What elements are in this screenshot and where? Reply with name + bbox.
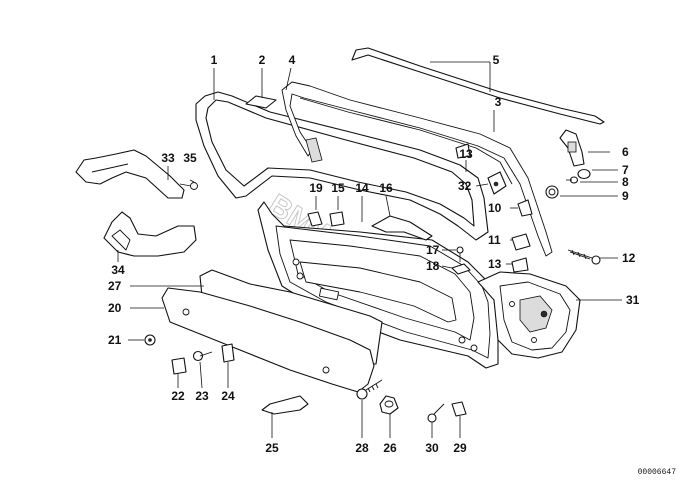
callout-20: 20 (108, 301, 122, 315)
part-10-buffer (517, 199, 533, 217)
part-26-grommet (379, 395, 399, 415)
callout-4: 4 (289, 53, 296, 67)
part-33-hinge-arm (75, 149, 185, 199)
part-22-cap (171, 357, 187, 375)
callout-18: 18 (426, 259, 440, 273)
callout-31: 31 (626, 293, 640, 307)
callout-13-upper: 13 (459, 147, 473, 161)
callout-1: 1 (211, 53, 218, 67)
part-34-hinge-cover (103, 211, 197, 257)
part-5-trim-strip (351, 47, 605, 125)
part-24-clip (221, 343, 235, 363)
part-31-tailgate-panel (257, 201, 581, 369)
callout-27: 27 (108, 279, 122, 293)
drawing-number: 00006647 (638, 468, 677, 477)
callout-26: 26 (383, 441, 397, 455)
leader-lines (117, 61, 622, 438)
callout-16: 16 (379, 181, 393, 195)
part-13-stop-lower (511, 257, 529, 273)
callout-10: 10 (488, 201, 502, 215)
callout-14: 14 (355, 181, 369, 195)
callout-19: 19 (309, 181, 323, 195)
callout-28: 28 (355, 441, 369, 455)
part-6-hinge-bracket (559, 129, 585, 167)
callout-labels: 1 2 3 4 5 6 7 8 9 10 11 12 13 13 14 15 1… (108, 53, 640, 455)
part-30-screw (427, 403, 445, 423)
part-2-pad (245, 95, 277, 109)
callout-30: 30 (425, 441, 439, 455)
callout-23: 23 (195, 389, 209, 403)
part-18-clip-nut (451, 263, 471, 275)
part-19-clip (307, 211, 323, 227)
part-16-handle-recess (371, 215, 433, 241)
callout-13-lower: 13 (488, 257, 502, 271)
callout-33: 33 (161, 151, 175, 165)
part-29-clip (451, 401, 467, 417)
part-3-4-seal-strips (281, 81, 553, 257)
callout-11: 11 (488, 233, 501, 247)
callout-21: 21 (108, 333, 122, 347)
part-11-stop (511, 233, 531, 251)
part-13-stop-upper (455, 143, 471, 159)
callout-3: 3 (495, 95, 502, 109)
callout-25: 25 (265, 441, 279, 455)
callout-15: 15 (331, 181, 345, 195)
callout-35: 35 (183, 151, 197, 165)
part-21-screw (144, 334, 156, 346)
callout-7: 7 (622, 163, 629, 177)
callout-22: 22 (171, 389, 185, 403)
part-23-screw (192, 350, 213, 362)
callout-6: 6 (622, 145, 629, 159)
part-20-trim-panel (161, 287, 375, 393)
part-25-bracket (261, 395, 309, 415)
part-32-catch (487, 171, 507, 195)
part-12-bolt (567, 249, 601, 265)
part-17-screw (456, 246, 464, 262)
callout-29: 29 (453, 441, 467, 455)
callout-34: 34 (111, 263, 125, 277)
callout-8: 8 (622, 175, 629, 189)
part-35-screw (179, 182, 198, 190)
callout-5: 5 (493, 53, 500, 67)
part-1-seal-frame (195, 91, 489, 241)
callout-24: 24 (221, 389, 235, 403)
callout-9: 9 (622, 189, 629, 203)
callout-12: 12 (622, 251, 636, 265)
part-28-rivet (356, 379, 383, 400)
callout-2: 2 (259, 53, 266, 67)
part-7-8-9-fasteners (545, 168, 591, 199)
callout-17: 17 (426, 243, 440, 257)
callout-32: 32 (458, 179, 472, 193)
part-15-clip (329, 211, 345, 227)
